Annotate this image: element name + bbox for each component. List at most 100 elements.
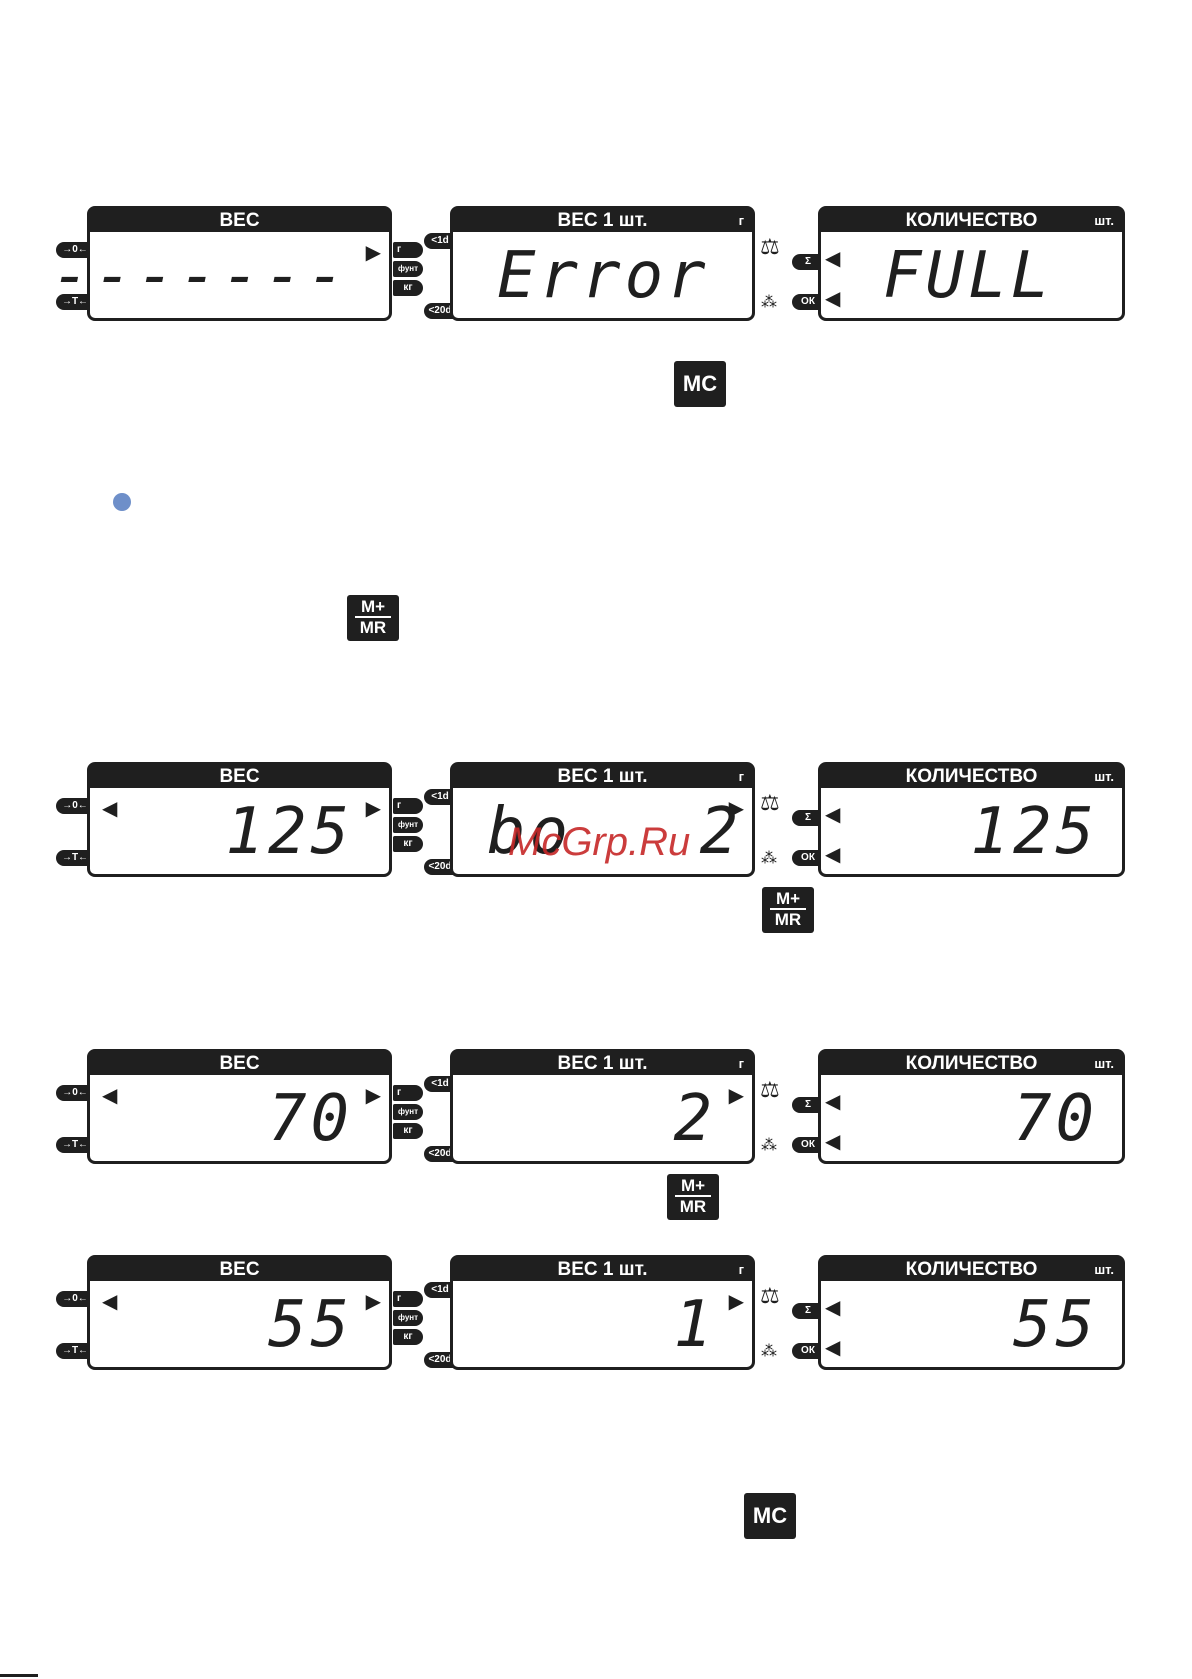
tare-tag: →T← <box>56 294 94 310</box>
zero-tag: →0← <box>56 798 94 814</box>
unit-g-tag: г <box>393 798 423 814</box>
zero-tag: →0← <box>56 242 94 258</box>
mplus-label: M+ <box>770 889 806 910</box>
unit-pcs-label: шт. <box>1094 213 1114 228</box>
weight-readout: 55 <box>267 1288 353 1362</box>
ok-tag: ОК <box>792 850 824 866</box>
pieces-icon: ⁂ <box>761 294 777 311</box>
weight-sample-icon: ⚖ <box>760 1077 780 1102</box>
weight-title: ВЕС <box>90 765 389 788</box>
footer-divider <box>0 1674 38 1677</box>
20d-tag: <20d <box>424 303 456 319</box>
ok-tag: ОК <box>792 294 824 310</box>
right-arrow-icon: ▶ <box>365 242 381 264</box>
20d-tag: <20d <box>424 1146 456 1162</box>
left-arrow-icon: ◀ <box>825 1091 841 1113</box>
quantity-title: КОЛИЧЕСТВО шт. <box>821 1258 1122 1281</box>
1d-tag: <1d <box>424 1076 456 1092</box>
mc-key-icon: MC <box>744 1493 796 1539</box>
1d-tag: <1d <box>424 1282 456 1298</box>
tare-tag: →T← <box>56 1343 94 1359</box>
quantity-readout: 70 <box>1012 1082 1098 1156</box>
20d-tag: <20d <box>424 859 456 875</box>
left-arrow-icon: ◀ <box>102 1085 118 1107</box>
ok-tag: ОК <box>792 1137 824 1153</box>
unit-weight-title-text: ВЕС 1 шт. <box>557 766 648 787</box>
unit-g-tag: г <box>393 1291 423 1307</box>
quantity-title-text: КОЛИЧЕСТВО <box>905 1053 1038 1074</box>
unit-lb-tag: фунт <box>393 817 423 833</box>
mplus-mr-key-icon: M+ MR <box>667 1174 719 1220</box>
unit-kg-tag: кг <box>393 1123 423 1139</box>
tare-tag: →T← <box>56 1137 94 1153</box>
weight-title: ВЕС <box>90 1258 389 1281</box>
zero-tag: →0← <box>56 1291 94 1307</box>
sum-tag: Σ <box>792 254 824 270</box>
watermark: McGrp.Ru <box>508 820 691 864</box>
unit-weight-readout: 2 <box>673 1082 716 1156</box>
quantity-panel: КОЛИЧЕСТВО шт. ◀ ◀ 55 <box>818 1255 1125 1370</box>
unit-lb-tag: фунт <box>393 261 423 277</box>
display-row-3: →0← →T← ВЕС ◀ 70 ▶ г фунт кг <1d <20d ВЕ… <box>0 1049 1192 1174</box>
mc-key-icon: MC <box>674 361 726 407</box>
quantity-title-text: КОЛИЧЕСТВО <box>905 1259 1038 1280</box>
unit-g-tag: г <box>393 1085 423 1101</box>
display-row-1: →0← →T← ВЕС ------- ▶ г фунт кг <1d <20d… <box>0 206 1192 331</box>
mr-label: MR <box>774 910 802 929</box>
quantity-title: КОЛИЧЕСТВО шт. <box>821 1052 1122 1075</box>
20d-tag: <20d <box>424 1352 456 1368</box>
unit-kg-tag: кг <box>393 836 423 852</box>
unit-weight-title: ВЕС 1 шт. г <box>453 1258 752 1281</box>
quantity-panel: КОЛИЧЕСТВО шт. ◀ ◀ FULL <box>818 206 1125 321</box>
mr-label: MR <box>359 618 387 637</box>
unit-weight-title: ВЕС 1 шт. г <box>453 765 752 788</box>
unit-lb-tag: фунт <box>393 1310 423 1326</box>
pieces-icon: ⁂ <box>761 850 777 867</box>
left-arrow-icon: ◀ <box>825 844 841 866</box>
display-row-2: →0← →T← ВЕС ◀ 125 ▶ г фунт кг <1d <20d В… <box>0 762 1192 887</box>
1d-tag: <1d <box>424 789 456 805</box>
tare-tag: →T← <box>56 850 94 866</box>
weight-readout: 70 <box>267 1082 353 1156</box>
unit-pcs-label: шт. <box>1094 769 1114 784</box>
unit-kg-tag: кг <box>393 280 423 296</box>
weight-panel: ВЕС ------- ▶ <box>51 206 392 321</box>
weight-sample-icon: ⚖ <box>760 790 780 815</box>
right-arrow-icon: ▶ <box>728 1085 744 1107</box>
weight-readout: 125 <box>225 795 353 869</box>
unit-weight-readout: bo 2 <box>487 795 743 869</box>
bullet-icon <box>113 493 131 511</box>
left-arrow-icon: ◀ <box>825 1337 841 1359</box>
quantity-readout: 125 <box>970 795 1098 869</box>
left-arrow-icon: ◀ <box>825 1297 841 1319</box>
right-arrow-icon: ▶ <box>365 1291 381 1313</box>
unit-pcs-label: шт. <box>1094 1262 1114 1277</box>
unit-g-tag: г <box>393 242 423 258</box>
weight-title: ВЕС <box>90 209 389 232</box>
quantity-readout: 55 <box>1012 1288 1098 1362</box>
mplus-mr-key-icon: M+ MR <box>762 887 814 933</box>
sum-tag: Σ <box>792 1097 824 1113</box>
pieces-icon: ⁂ <box>761 1343 777 1360</box>
quantity-title: КОЛИЧЕСТВО шт. <box>821 209 1122 232</box>
pieces-icon: ⁂ <box>761 1137 777 1154</box>
unit-weight-title-text: ВЕС 1 шт. <box>557 210 648 231</box>
mplus-label: M+ <box>675 1176 711 1197</box>
unit-weight-title: ВЕС 1 шт. г <box>453 209 752 232</box>
1d-tag: <1d <box>424 233 456 249</box>
mr-label: MR <box>679 1197 707 1216</box>
sum-tag: Σ <box>792 1303 824 1319</box>
unit-weight-title: ВЕС 1 шт. г <box>453 1052 752 1075</box>
right-arrow-icon: ▶ <box>365 1085 381 1107</box>
weight-readout: ------- <box>51 239 349 313</box>
unit-lb-tag: фунт <box>393 1104 423 1120</box>
right-arrow-icon: ▶ <box>728 798 744 820</box>
left-arrow-icon: ◀ <box>825 248 841 270</box>
left-arrow-icon: ◀ <box>102 798 118 820</box>
unit-g-label: г <box>738 769 744 784</box>
unit-weight-panel: ВЕС 1 шт. г Error <box>450 206 755 321</box>
sum-tag: Σ <box>792 810 824 826</box>
unit-weight-readout: Error <box>497 239 710 313</box>
right-arrow-icon: ▶ <box>728 1291 744 1313</box>
mplus-label: M+ <box>355 597 391 618</box>
